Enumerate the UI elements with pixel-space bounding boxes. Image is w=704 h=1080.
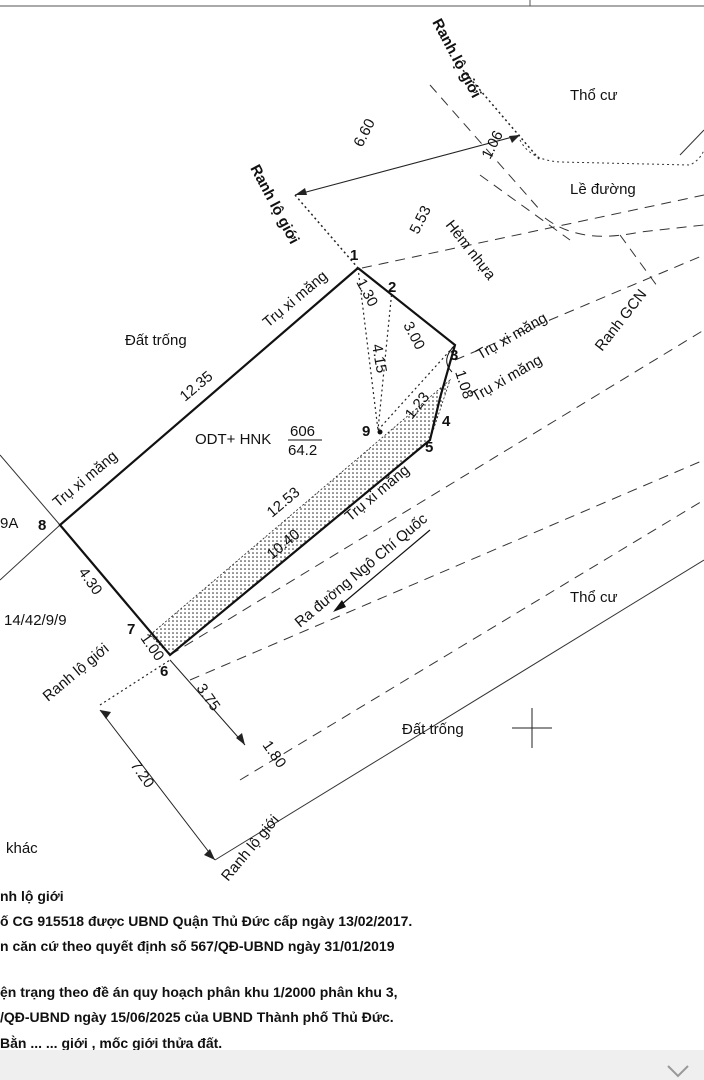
road-line-4 — [189, 459, 704, 681]
dim-arrow — [100, 710, 111, 719]
dim-5-53: 5.53 — [406, 203, 434, 237]
label-left-9a: 9A — [0, 515, 18, 532]
label-ranh-lo-gioi-bl: Ranh lộ giới — [40, 640, 113, 705]
ranh-lo-gioi-bottom — [99, 659, 171, 706]
left-boundary-ext2 — [0, 524, 61, 581]
ranh-lo-gioi-line-top — [294, 194, 359, 269]
dim-3-75: 3.75 — [193, 681, 224, 715]
point-7: 7 — [127, 621, 135, 638]
note-line-3: n căn cứ theo quyết định số 567/QĐ-UBND … — [0, 938, 395, 954]
label-ranh-lo-gioi-top: Ranh lộ giới — [428, 16, 484, 101]
dim-arrow — [295, 188, 307, 195]
label-ranh-lo-gioi-left: Ranh lộ giới — [246, 162, 302, 247]
left-boundary-ext — [0, 454, 61, 526]
label-tho-cu-bottom: Thổ cư — [570, 589, 618, 606]
label-left-addr: 14/42/9/9 — [4, 612, 67, 629]
note-line-6: Bằn ... ... giới , mốc giới thửa đất. — [0, 1035, 223, 1051]
tho-cu-edge — [679, 129, 704, 156]
dim-line-6-60 — [294, 134, 521, 196]
point-4: 4 — [442, 413, 451, 430]
chevron-down-icon[interactable] — [666, 1064, 690, 1078]
note-line-5: /QĐ-UBND ngày 15/06/2025 của UBND Thành … — [0, 1009, 394, 1025]
label-ranh-gcn: Ranh GCN — [592, 286, 651, 354]
road-line-1 — [361, 194, 704, 269]
label-dat-trong-top: Đất trống — [125, 332, 187, 349]
label-tho-cu-top: Thổ cư — [570, 87, 618, 104]
label-dat-trong-bottom: Đất trống — [402, 721, 464, 738]
dim-4-15: 4.15 — [368, 343, 390, 375]
inner-dotted-2-9 — [377, 289, 393, 431]
road-line-2 — [454, 254, 704, 361]
le-duong-curve-lower — [544, 217, 704, 237]
parcel-area: 64.2 — [288, 442, 317, 459]
dim-line-7-20 — [99, 709, 216, 861]
point-9-dot — [377, 429, 383, 435]
point-5: 5 — [425, 439, 433, 456]
inner-dotted-1-9 — [357, 267, 379, 431]
hem-dashed-1 — [429, 84, 541, 211]
le-duong-curve — [519, 139, 704, 166]
ranh-lo-gioi-line-top2 — [449, 54, 541, 161]
note-line-1: nh lộ giới — [0, 888, 64, 904]
point-8: 8 — [38, 517, 46, 534]
dim-1-30: 1.30 — [352, 276, 381, 310]
direction-arrow-head — [333, 600, 346, 612]
parcel-code: ODT+ HNK — [195, 431, 271, 448]
label-left-khac: khác — [6, 840, 38, 857]
road-line-5 — [239, 499, 704, 781]
dim-4-30: 4.30 — [75, 565, 106, 599]
hem-dashed-2 — [479, 174, 571, 241]
label-hem-nhua: Hẻm nhựa — [442, 217, 499, 284]
road-line-3 — [169, 329, 704, 656]
note-line-2: ố CG 915518 được UBND Quận Thủ Đức cấp n… — [0, 913, 413, 929]
dim-7-20: 7.20 — [127, 758, 158, 792]
bottom-bar — [0, 1050, 704, 1080]
direction-arrow-line — [334, 529, 431, 611]
dim-arrow — [509, 135, 520, 143]
dim-arrow — [236, 733, 245, 745]
point-1: 1 — [350, 247, 358, 264]
dim-6-60: 6.60 — [350, 116, 378, 150]
label-tru-xi-mang-8: Trụ xi măng — [50, 447, 121, 511]
point-6: 6 — [160, 663, 168, 680]
dim-3-00: 3.00 — [399, 319, 428, 353]
dim-1-08: 1.08 — [451, 368, 476, 401]
dim-1-06: 1.06 — [478, 128, 506, 162]
dim-1-80: 1.80 — [259, 738, 290, 772]
label-ranh-lo-gioi-bottom: Ranh lộ giới — [218, 812, 283, 885]
label-le-duong: Lề đường — [570, 181, 636, 198]
point-3: 3 — [450, 347, 458, 364]
note-line-4: ện trạng theo đề án quy hoạch phân khu 1… — [0, 984, 398, 1000]
dim-line-1-80 — [169, 659, 246, 746]
inner-dotted-9-3 — [377, 344, 456, 431]
ranh-gcn-line — [619, 234, 661, 291]
dim-arrow — [204, 849, 215, 860]
curve-at-3 — [446, 344, 456, 373]
dim-12-35: 12.35 — [177, 368, 217, 405]
road-line-6 — [214, 559, 704, 861]
parcel-number: 606 — [290, 423, 315, 440]
point-9: 9 — [362, 423, 370, 440]
land-plot-diagram: Thổ cư Lề đường Ranh lộ giới Ranh lộ giớ… — [0, 0, 704, 885]
point-2: 2 — [388, 279, 396, 296]
